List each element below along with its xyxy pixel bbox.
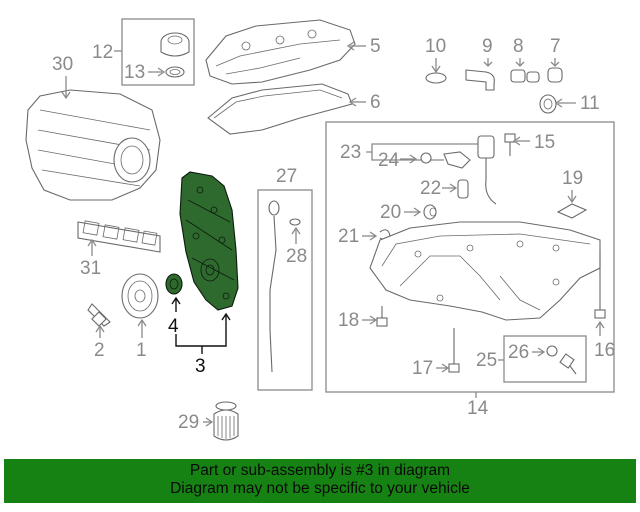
callout-6[interactable]: 6 (370, 92, 381, 113)
oil-level-sensor[interactable] (443, 135, 497, 205)
callout-11[interactable]: 11 (580, 93, 600, 114)
intake-manifold-gasket[interactable] (77, 220, 161, 253)
parts-diagram: 12 13 5 6 30 31 (25, 18, 615, 441)
banner-line-1: Part or sub-assembly is #3 in diagram (189, 462, 451, 479)
seal-11[interactable] (539, 94, 557, 114)
washer-24[interactable] (420, 152, 432, 164)
callout-24[interactable]: 24 (378, 150, 400, 171)
info-banner: Part or sub-assembly is #3 in diagram Di… (4, 459, 636, 503)
callout-27[interactable]: 27 (276, 166, 297, 187)
callout-20[interactable]: 20 (380, 202, 401, 223)
intake-manifold[interactable] (25, 89, 161, 201)
callout-10[interactable]: 10 (425, 36, 446, 57)
callout-19[interactable]: 19 (562, 168, 583, 189)
oil-dipstick[interactable] (268, 200, 280, 373)
bolt-17[interactable] (448, 328, 460, 373)
callout-30[interactable]: 30 (52, 54, 73, 75)
callout-3[interactable]: 3 (195, 356, 206, 377)
callout-21[interactable]: 21 (338, 226, 359, 247)
dipstick-seal[interactable] (289, 218, 301, 226)
callout-25[interactable]: 25 (476, 350, 497, 371)
callout-2[interactable]: 2 (94, 340, 105, 361)
box-25 (503, 335, 587, 383)
valve-cover-gasket[interactable] (207, 83, 353, 135)
callout-26[interactable]: 26 (508, 342, 529, 363)
pulley-bolt[interactable] (87, 303, 111, 327)
pcv-tube-9[interactable] (465, 69, 495, 91)
callout-8[interactable]: 8 (513, 36, 524, 57)
callout-28[interactable]: 28 (286, 246, 307, 267)
crankshaft-pulley[interactable] (121, 273, 159, 319)
oil-filler-cap[interactable] (160, 32, 190, 57)
front-crank-seal-highlighted[interactable] (165, 273, 183, 295)
callout-23[interactable]: 23 (340, 142, 361, 163)
tube-22[interactable] (457, 179, 469, 199)
banner-line-2: Diagram may not be specific to your vehi… (170, 480, 470, 497)
callout-31[interactable]: 31 (80, 258, 101, 279)
plug-10[interactable] (425, 72, 447, 84)
baffle-19[interactable] (556, 203, 588, 219)
bolt-18[interactable] (376, 306, 388, 327)
callout-5[interactable]: 5 (370, 36, 381, 57)
callout-15[interactable]: 15 (534, 132, 555, 153)
bolt-16[interactable] (594, 250, 606, 319)
cap-7[interactable] (547, 67, 563, 83)
callout-4[interactable]: 4 (168, 316, 179, 337)
valve-cover[interactable] (205, 19, 356, 85)
callout-7[interactable]: 7 (550, 36, 561, 57)
callout-22[interactable]: 22 (420, 178, 441, 199)
callout-14[interactable]: 14 (467, 398, 489, 419)
callout-9[interactable]: 9 (482, 36, 493, 57)
callout-29[interactable]: 29 (178, 412, 199, 433)
callout-1[interactable]: 1 (136, 340, 147, 361)
oil-pan[interactable] (369, 221, 601, 321)
bolt-15[interactable] (504, 133, 516, 156)
box-27 (257, 189, 313, 391)
plug-20[interactable] (423, 204, 437, 220)
callout-12[interactable]: 12 (92, 42, 113, 63)
callout-16[interactable]: 16 (594, 340, 615, 361)
callout-18[interactable]: 18 (338, 310, 359, 331)
timing-cover-highlighted[interactable] (179, 171, 239, 311)
drain-plug-gasket[interactable] (546, 345, 558, 357)
callout-13[interactable]: 13 (124, 62, 145, 83)
callout-17[interactable]: 17 (412, 358, 433, 379)
box-12 (121, 18, 195, 86)
plug-8[interactable] (510, 69, 540, 83)
oil-filter[interactable] (213, 401, 239, 441)
filler-cap-seal[interactable] (165, 66, 185, 78)
drain-plug[interactable] (559, 353, 577, 375)
box-14 (325, 121, 615, 393)
